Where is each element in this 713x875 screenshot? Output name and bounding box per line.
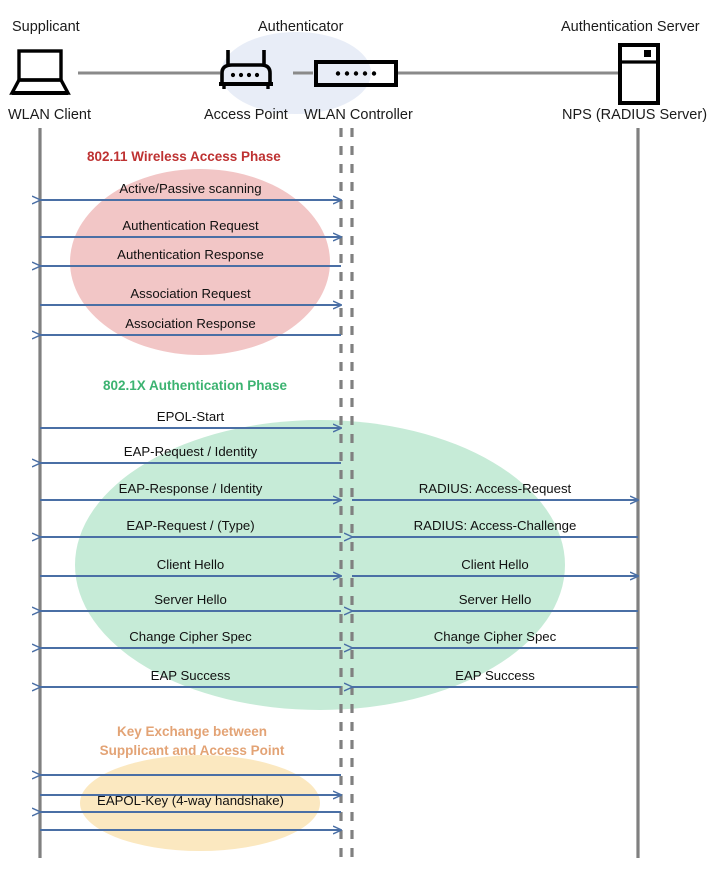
phase-label-wireless-access: 802.11 Wireless Access Phase xyxy=(87,149,281,164)
message-label: EAP-Response / Identity xyxy=(118,481,263,496)
message-label: Client Hello xyxy=(461,557,529,572)
message-label: Authentication Response xyxy=(117,247,264,262)
access-point-icon xyxy=(219,50,273,89)
message-label: EPOL-Start xyxy=(156,409,225,424)
access-point-led-dots xyxy=(230,72,260,78)
phase-ellipse-dot1x-authentication xyxy=(75,420,565,710)
wlan-controller-icon xyxy=(314,60,398,87)
actor-role-authentication-server: Authentication Server xyxy=(561,19,700,35)
phase-label-key-exchange-line2: Supplicant and Access Point xyxy=(99,743,285,758)
message-label: Association Response xyxy=(125,316,256,331)
phase-ellipse-wireless-access xyxy=(70,169,330,355)
server-icon xyxy=(618,43,660,105)
message-label: EAP Success xyxy=(150,668,231,683)
message-label: Client Hello xyxy=(156,557,225,572)
phase-ellipse-key-exchange xyxy=(80,755,320,851)
actor-role-supplicant: Supplicant xyxy=(12,19,80,35)
laptop-icon xyxy=(9,49,71,95)
message-label: EAP-Request / (Type) xyxy=(126,518,255,533)
message-label: RADIUS: Access-Challenge xyxy=(413,518,577,533)
actor-role-authenticator: Authenticator xyxy=(258,19,344,35)
message-label: EAP-Request / Identity xyxy=(123,444,258,459)
message-label: Association Request xyxy=(130,286,251,301)
actor-device-access-point: Access Point xyxy=(204,107,288,123)
message-label: Server Hello xyxy=(458,592,532,607)
phase-label-dot1x-authentication: 802.1X Authentication Phase xyxy=(103,378,288,393)
message-label: Authentication Request xyxy=(122,218,259,233)
message-label: Change Cipher Spec xyxy=(433,629,557,644)
message-label: RADIUS: Access-Request xyxy=(418,481,572,496)
message-arrows xyxy=(40,200,638,830)
actor-device-nps: NPS (RADIUS Server) xyxy=(562,107,708,123)
actor-device-wlan-client: WLAN Client xyxy=(8,107,91,123)
message-label: Change Cipher Spec xyxy=(129,629,252,644)
message-label: EAP Success xyxy=(455,668,535,683)
phase-label-key-exchange: Key Exchange between Supplicant and Acce… xyxy=(97,722,287,760)
actor-device-wlan-controller: WLAN Controller xyxy=(304,107,413,123)
phase-label-key-exchange-line1: Key Exchange between xyxy=(116,724,268,739)
message-label: Server Hello xyxy=(154,592,227,607)
message-label: EAPOL-Key (4-way handshake) xyxy=(97,793,284,808)
message-label: Active/Passive scanning xyxy=(119,181,262,196)
